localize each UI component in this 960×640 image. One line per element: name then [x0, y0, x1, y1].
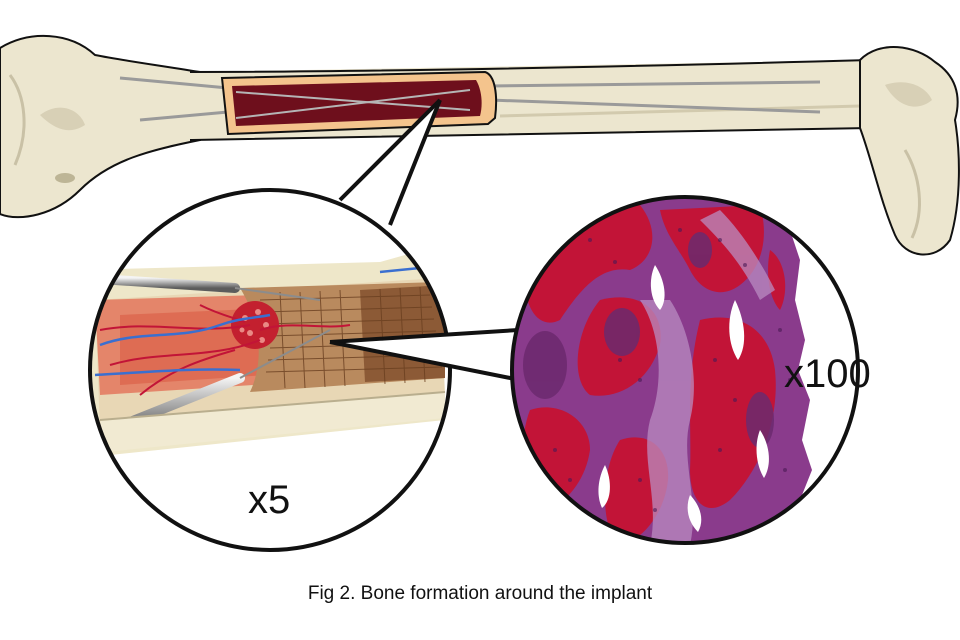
- callout-pointer-tissue: [329, 328, 521, 382]
- magnifier-x5: [88, 188, 452, 552]
- magnifier-x100: [510, 195, 860, 545]
- figure-caption: Fig 2. Bone formation around the implant: [307, 583, 653, 604]
- magnification-label-x5: x5: [248, 478, 291, 522]
- femur-bone: [0, 34, 960, 256]
- callout-pointer-bone: [338, 98, 442, 226]
- magnification-label-x100: x100: [784, 352, 871, 396]
